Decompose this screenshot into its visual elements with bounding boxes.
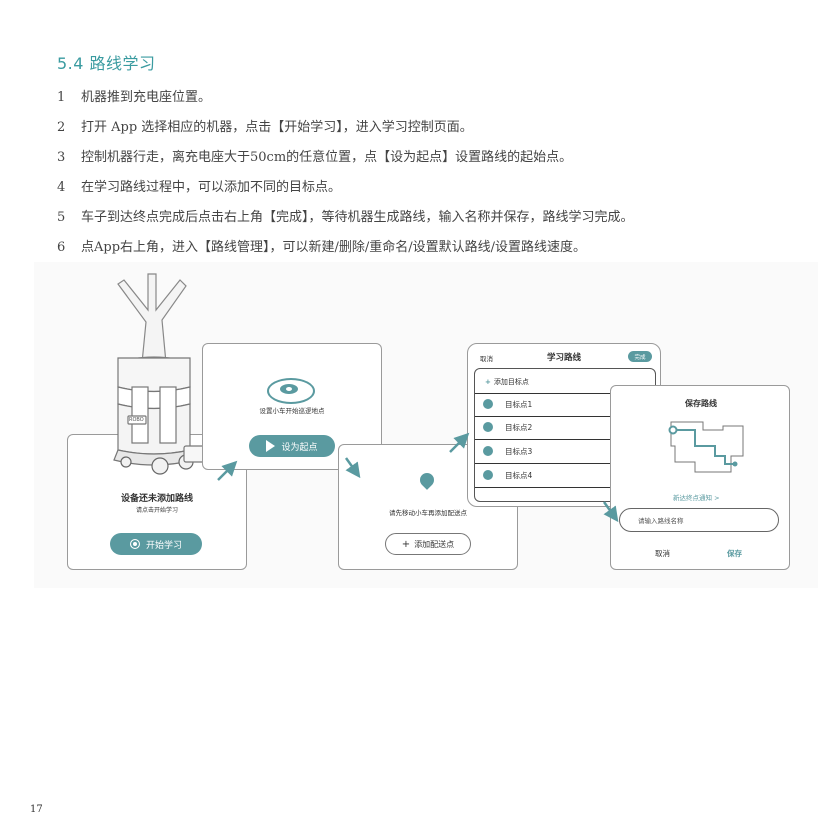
learning-route-title: 学习路线	[546, 353, 581, 363]
add-delivery-button[interactable]: + 添加配送点	[385, 533, 471, 555]
section-heading: 5.4 路线学习	[57, 54, 156, 73]
map-pin-icon	[483, 422, 493, 432]
add-target-button[interactable]: +添加目标点	[485, 378, 529, 386]
route-map-icon	[668, 421, 744, 473]
no-route-subtitle: 请点击开始学习	[135, 507, 178, 514]
set-start-hint: 设置小车开始巡逻地点	[259, 407, 325, 415]
play-icon	[266, 440, 276, 452]
plus-icon: +	[485, 378, 491, 386]
page-number: 17	[30, 804, 43, 815]
location-target-icon	[267, 378, 315, 404]
learning-cancel-button[interactable]: 取消	[480, 355, 493, 363]
save-route-title: 保存路线	[685, 399, 717, 408]
done-button[interactable]: 完成	[628, 351, 652, 362]
panel-set-start: 设置小车开始巡逻地点 设为起点	[202, 343, 382, 470]
no-route-title: 设备还未添加路线	[120, 494, 193, 504]
robot-label: ROBO	[129, 417, 144, 423]
arrival-notice-link[interactable]: 新达终点通知 >	[673, 494, 720, 502]
plus-icon: +	[401, 538, 411, 550]
panel-save-route: 保存路线 新达终点通知 > 请输入路线名称 取消 保存	[610, 385, 790, 570]
add-delivery-hint: 请先移动小车再添加配送点	[389, 509, 467, 517]
map-pin-icon	[483, 470, 493, 480]
map-pin-icon	[483, 399, 493, 409]
start-learning-button[interactable]: 开始学习	[110, 533, 202, 555]
set-start-button[interactable]: 设为起点	[249, 435, 335, 457]
save-cancel-button[interactable]: 取消	[655, 549, 670, 558]
record-icon	[129, 539, 140, 549]
save-button[interactable]: 保存	[727, 549, 742, 558]
route-name-placeholder: 请输入路线名称	[638, 517, 684, 525]
route-name-input[interactable]: 请输入路线名称	[619, 508, 779, 532]
map-pin-icon	[483, 446, 493, 456]
map-pin-icon	[417, 470, 437, 490]
route-learning-illustration: 设备还未添加路线 请点击开始学习 开始学习	[34, 262, 818, 588]
panel-add-delivery: 请先移动小车再添加配送点 + 添加配送点	[338, 444, 518, 570]
